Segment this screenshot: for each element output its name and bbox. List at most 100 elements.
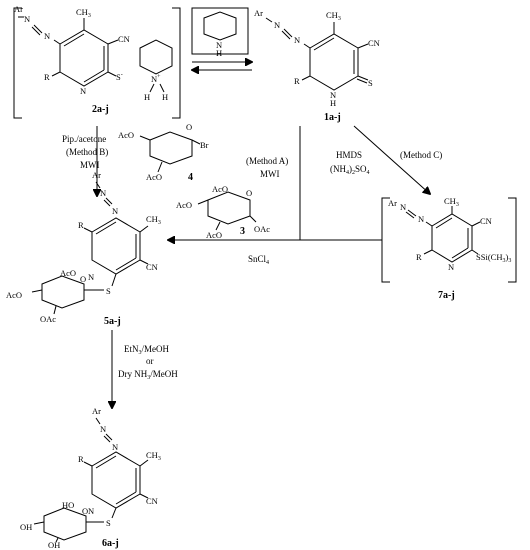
left-bracket-7 — [381, 197, 390, 283]
s-minus-label: S- — [116, 72, 123, 82]
r-label-1: R — [294, 76, 300, 86]
dry-nh3-label: Dry NH3/MeOH — [118, 369, 178, 381]
sugar-5-aco2: AcO — [6, 290, 22, 300]
equilibrium-arrows — [192, 62, 252, 70]
or-label: or — [146, 356, 154, 366]
azo-n-label-6: N — [100, 424, 106, 434]
right-bracket-7 — [508, 197, 517, 283]
piperidinium-h1: H — [144, 92, 150, 102]
azo-n-label: N — [44, 31, 50, 41]
method-c-label: (Method C) — [400, 150, 442, 160]
s-label-1: S — [368, 78, 373, 88]
ring-n-label-5: N — [88, 272, 94, 282]
deprotection-arrow: EtN3/MeOH or Dry NH3/MeOH — [112, 330, 178, 408]
ch3-label-7: CH3 — [444, 196, 459, 208]
hmds-label: HMDS — [336, 150, 362, 160]
r-label-7: R — [416, 252, 422, 262]
sugar-5-aco1: AcO — [60, 268, 76, 278]
sugar-6-ho: HO — [62, 500, 74, 510]
ar-label-6: Ar — [92, 406, 101, 416]
s-label-6: S — [106, 518, 111, 528]
ring-n-label: N — [80, 86, 86, 96]
sugar-5-o: O — [80, 274, 86, 284]
label-7: 7a-j — [438, 290, 455, 301]
sugar-4-br: Br — [200, 140, 209, 150]
label-4: 4 — [188, 172, 193, 183]
ring-h-label-1: H — [330, 98, 336, 108]
ring-n-label-7: N — [448, 262, 454, 272]
left-bracket — [13, 7, 22, 119]
ch3-label-5: CH3 — [146, 214, 161, 226]
piperidinium-h2: H — [162, 92, 168, 102]
sugar-4: O Br AcO AcO 4 — [118, 122, 209, 183]
sscm-label-7: SSi(CH3)3 — [476, 252, 511, 264]
ar-label: Ar — [14, 4, 23, 14]
r-label-5: R — [78, 220, 84, 230]
mwi-b-label: MWI — [80, 160, 100, 170]
method-b-label: (Method B) — [66, 147, 108, 157]
label-1: 1a-j — [324, 112, 341, 123]
mwi-a-label: MWI — [260, 169, 280, 179]
sugar-ring-5 — [41, 275, 85, 309]
label-5: 5a-j — [104, 316, 121, 327]
azo-n2-label-5: N — [112, 206, 118, 216]
piperidine-n: N — [216, 40, 222, 50]
right-bracket — [172, 7, 181, 119]
ar-label-1: Ar — [254, 8, 263, 18]
ar-label-5: Ar — [92, 170, 101, 180]
sugar-3-oac: OAc — [254, 224, 270, 234]
sugar-4-aco2: AcO — [146, 172, 162, 182]
sugar-6-oh2: OH — [48, 540, 60, 550]
piperidinium-n: N+ — [151, 74, 161, 84]
piperidine-h: H — [216, 48, 222, 58]
ring-nh-label-1: N — [330, 90, 336, 100]
azo-n2-label: N — [24, 14, 30, 24]
compound-1-thione: CH3 CN N N Ar R N H S 1a-j — [254, 8, 380, 123]
sugar-3-ring — [207, 191, 251, 225]
label-2: 2a-j — [92, 104, 109, 115]
ch3-label: CH3 — [76, 7, 91, 19]
compound-5: Ar N N CH3 CN R N S AcO O AcO OAc 5a-j — [6, 170, 161, 327]
nh4so4-label: (NH4)2SO4 — [330, 164, 370, 176]
sugar-3: AcO AcO O OAc AcO 3 — [176, 184, 270, 240]
sncl4-label: SnCl4 — [248, 254, 269, 266]
azo-n2-label-6: N — [112, 442, 118, 452]
sugar-3-aco1: AcO — [212, 184, 228, 194]
sugar-4-aco1: AcO — [118, 130, 134, 140]
compound-2-salt: CH3 CN N N Ar R N S- N+ H H 2a-j — [13, 4, 181, 119]
label-3: 3 — [240, 226, 245, 237]
method-b-arrow: Pip./acetone (Method B) MWI — [62, 126, 108, 196]
sugar-5-oac: OAc — [40, 314, 56, 324]
method-c-arrow: HMDS (NH4)2SO4 (Method C) — [330, 125, 442, 194]
ar-label-7: Ar — [388, 198, 397, 208]
compound-7-silyl: CH3 CN N N Ar R N SSi(CH3)3 7a-j — [381, 196, 517, 301]
sugar-ring-6 — [43, 507, 87, 541]
pip-acetone-label: Pip./acetone — [62, 134, 106, 144]
r-label-6: R — [78, 454, 84, 464]
sugar-3-aco2: AcO — [176, 200, 192, 210]
compound-6: Ar N N CH3 CN R N S HO O OH OH 6a-j — [20, 406, 161, 550]
pyridine-ring-6 — [91, 451, 141, 509]
cn-label-6: CN — [146, 496, 158, 506]
pyridine-ring-7 — [431, 213, 473, 263]
sugar-3-o: O — [246, 188, 252, 198]
method-a-label: (Method A) — [246, 156, 288, 166]
azo-n-label-7: N — [418, 214, 424, 224]
r-label: R — [44, 72, 50, 82]
s-label-5: S — [106, 286, 111, 296]
piperidine-ring — [203, 11, 237, 41]
etn3-label: EtN3/MeOH — [124, 344, 169, 356]
ch3-label-6: CH3 — [146, 450, 161, 462]
cn-label-5: CN — [146, 262, 158, 272]
pyridine-ring — [59, 29, 109, 87]
sugar-6-oh1: OH — [20, 522, 32, 532]
ring-n-label-6: N — [88, 506, 94, 516]
cn-label-7: CN — [480, 216, 492, 226]
cn-label: CN — [118, 34, 130, 44]
pyridine-ring-1 — [309, 33, 359, 91]
azo-n-label-1: N — [294, 35, 300, 45]
sugar-4-o: O — [186, 122, 192, 132]
piperidinium-ring — [139, 39, 173, 75]
label-6: 6a-j — [102, 538, 119, 549]
